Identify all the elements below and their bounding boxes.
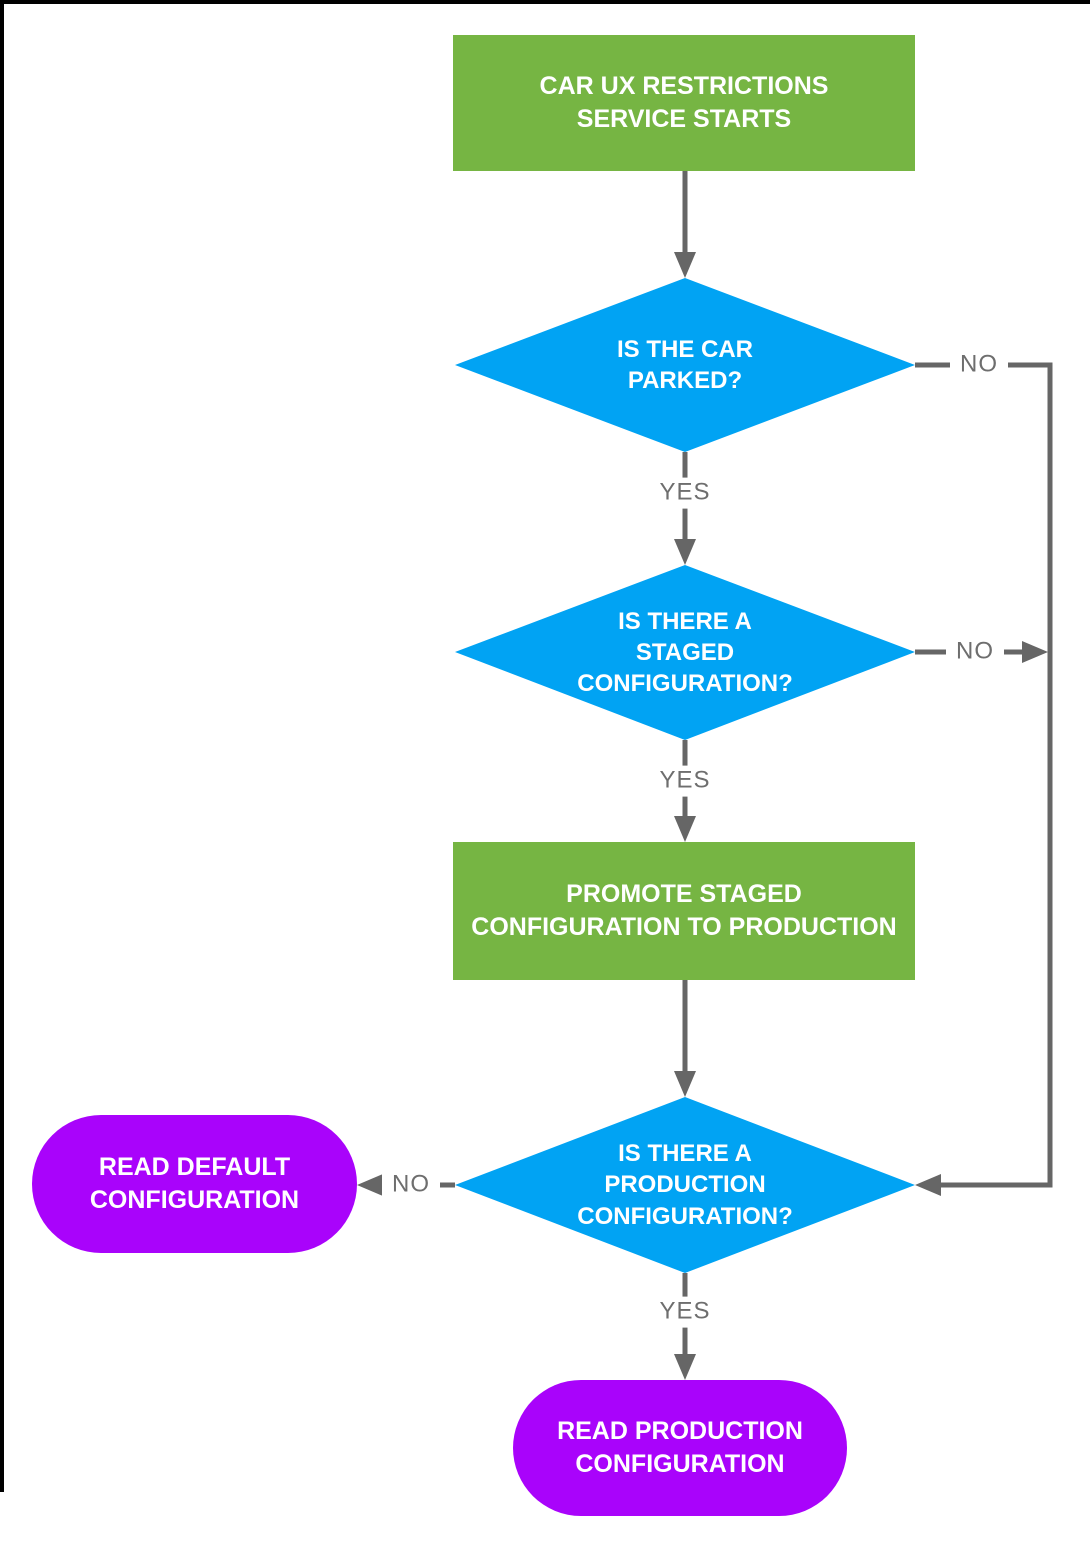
read-default-node: READ DEFAULT CONFIGURATION [32, 1115, 357, 1253]
arrowhead-into-production-decision-top [674, 1071, 696, 1097]
read-production-node-label: READ PRODUCTION CONFIGURATION [557, 1417, 803, 1478]
promote-node: PROMOTE STAGED CONFIGURATION TO PRODUCTI… [453, 842, 915, 980]
parked-no-label: NO [950, 349, 1008, 381]
frame-top-border [0, 0, 1090, 4]
staged-decision-diamond [455, 565, 915, 740]
promote-node-label: PROMOTE STAGED CONFIGURATION TO PRODUCTI… [471, 880, 897, 941]
staged-yes-label: YES [649, 765, 721, 797]
production-decision-diamond [455, 1097, 915, 1273]
arrowhead-into-read-default [357, 1174, 383, 1196]
read-default-node-label: READ DEFAULT CONFIGURATION [89, 1153, 300, 1214]
production-no-label: NO [382, 1169, 440, 1201]
parked-decision-label: IS THE CAR PARKED? [616, 335, 753, 394]
read-production-node: READ PRODUCTION CONFIGURATION [513, 1380, 847, 1516]
arrowhead-into-read-production [674, 1354, 696, 1380]
start-node-label: CAR UX RESTRICTIONS SERVICE STARTS [539, 72, 829, 133]
arrowhead-into-staged-decision [674, 539, 696, 565]
arrowhead-into-no-trunk-line [1022, 641, 1048, 663]
staged-no-label: NO [946, 636, 1004, 668]
parked-no-connector [915, 362, 1053, 1188]
start-node: CAR UX RESTRICTIONS SERVICE STARTS [453, 35, 915, 171]
staged-decision-label: IS THERE A STAGED CONFIGURATION? [577, 607, 793, 698]
parked-decision-diamond [455, 278, 915, 452]
arrowhead-into-production-decision-right [915, 1174, 941, 1196]
parked-yes-label: YES [649, 477, 721, 509]
production-decision-label: IS THERE A PRODUCTION CONFIGURATION? [577, 1140, 793, 1230]
arrowhead-into-parked-decision [674, 252, 696, 278]
frame-left-border [0, 0, 4, 1492]
production-yes-label: YES [649, 1296, 721, 1328]
arrowhead-into-promote-box [674, 816, 696, 842]
